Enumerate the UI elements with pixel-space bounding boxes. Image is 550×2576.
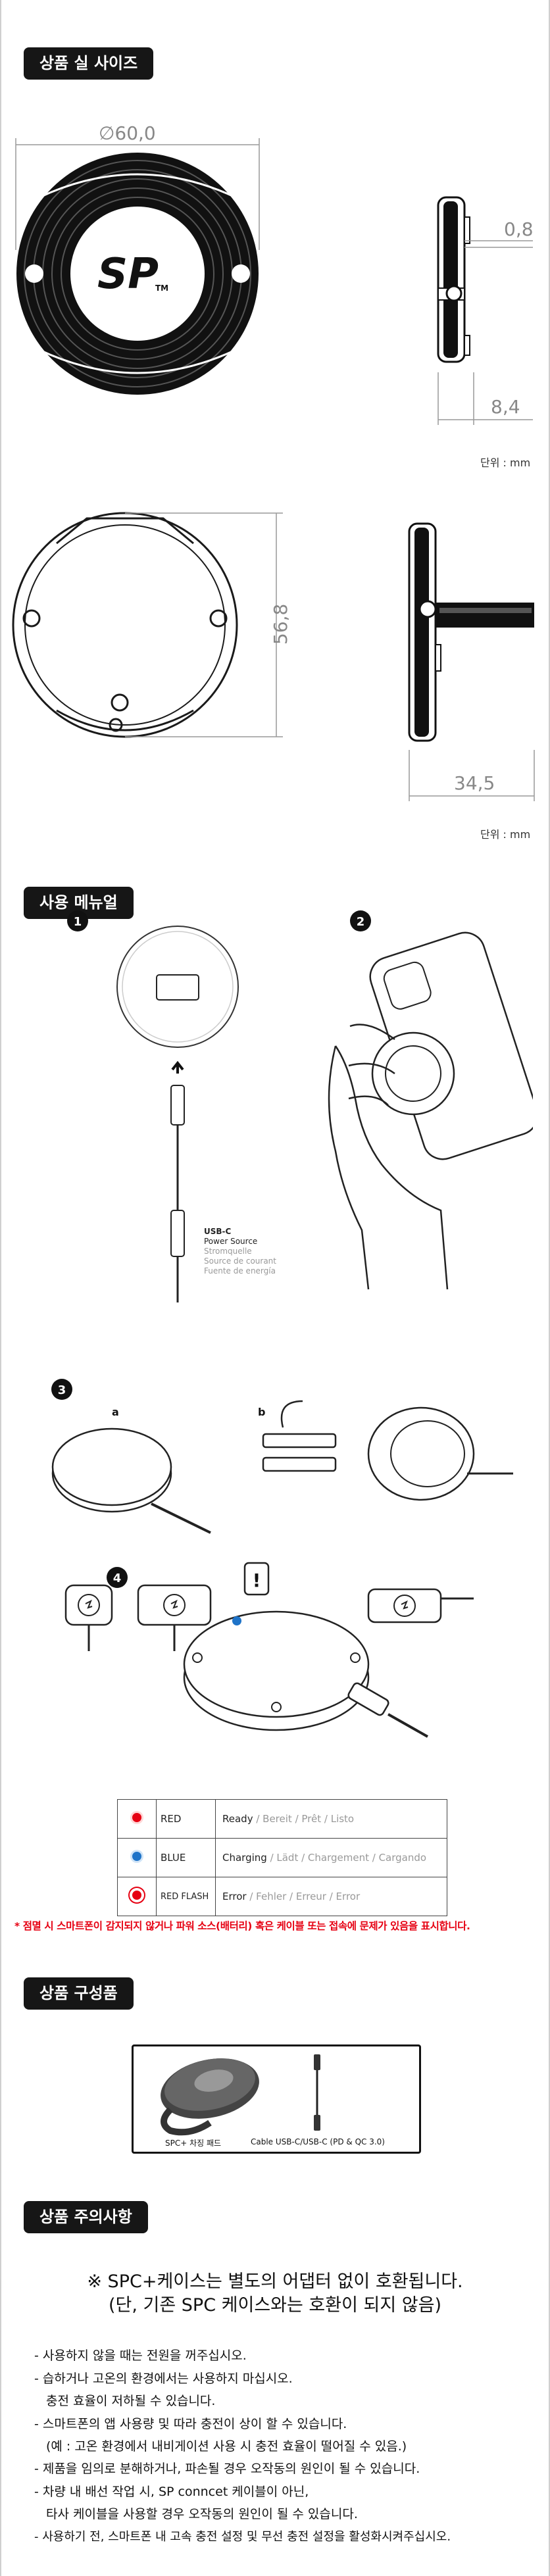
usbc-power-label: USB-C Power Source Stromquelle Source de…	[204, 1227, 276, 1276]
pad-top-view	[16, 153, 259, 395]
section-title-caution: 상품 주의사항	[24, 2201, 148, 2233]
led-label-red-flash: RED FLASH	[156, 1877, 216, 1916]
unit-label-1: 단위 : mm	[480, 457, 531, 469]
caution-item-5-cont: 타사 케이블을 사용할 경우 오작동의 원인이 될 수 있습니다.	[46, 2507, 358, 2521]
cable-component-label: Cable USB-C/USB-C (PD & QC 3.0)	[251, 2137, 385, 2146]
step-3a-label: a	[112, 1406, 119, 1418]
led-row-red: RED Ready / Bereit / Prêt / Listo	[117, 1799, 447, 1839]
size-diagram-top: ∅60,0 SP TM 0,8 8,4	[15, 122, 534, 425]
led-status-table: RED Ready / Bereit / Prêt / Listo BLUE C…	[117, 1799, 447, 1916]
section-title-size: 상품 실 사이즈	[24, 47, 154, 80]
compatibility-subline: (단, 기존 SPC 케이스와는 호환이 되지 않음)	[108, 2295, 442, 2316]
step-3-number: 3	[58, 1383, 66, 1397]
led-row-blue: BLUE Charging / Lädt / Chargement / Carg…	[117, 1838, 447, 1877]
caution-item-3: - 스마트폰의 앱 사용량 및 따라 충전이 상이 할 수 있습니다.	[34, 2417, 347, 2431]
caution-item-3-cont: (예 : 고온 환경에서 내비게이션 사용 시 충전 효율이 떨어질 수 있음.…	[46, 2439, 407, 2454]
step-3-illustration: 3 a b	[51, 1379, 513, 1651]
led-label-blue: BLUE	[156, 1838, 216, 1877]
step-2-number: 2	[357, 915, 365, 929]
step-4-number: 4	[113, 1572, 122, 1585]
led-desc-red-flash: Error	[222, 1891, 247, 1902]
usbc-sub-3: Fuente de energía	[204, 1266, 276, 1276]
pad-back-view	[12, 512, 238, 738]
sp-logo-tm: TM	[155, 284, 168, 293]
pad-open-side-view	[408, 522, 534, 742]
led-row-red-flash: RED FLASH Error / Fehler / Erreur / Erro…	[117, 1877, 447, 1916]
led-sub-red: / Bereit / Prêt / Listo	[253, 1813, 355, 1825]
caution-item-5: - 차량 내 배선 작업 시, SP conncet 케이블이 아닌,	[34, 2485, 309, 2499]
step-4-illustration: 4 !	[107, 1562, 428, 1738]
caution-item-4: - 제품을 임의로 분해하거나, 파손될 경우 오작동의 원인이 될 수 있습니…	[34, 2462, 420, 2476]
led-warning-text: * 점멸 시 스마트폰이 감지되지 않거나 파워 소스(배터리) 혹은 케이블 …	[14, 1920, 470, 1932]
usbc-sub-2: Source de courant	[204, 1256, 276, 1266]
led-sub-red-flash: / Fehler / Erreur / Error	[246, 1891, 361, 1902]
error-exclamation: !	[253, 1570, 261, 1591]
compatibility-headline: ※ SPC+케이스는 별도의 어댑터 없이 호환됩니다.	[87, 2271, 463, 2292]
led-sub-blue: / Lädt / Chargement / Cargando	[266, 1852, 427, 1864]
sp-logo: SP	[97, 250, 159, 299]
led-desc-red: Ready	[222, 1813, 253, 1825]
step-1-illustration: 1	[67, 910, 239, 1302]
led-label-red: RED	[156, 1799, 216, 1839]
unit-label-2: 단위 : mm	[480, 828, 531, 841]
size-diagram-bottom: 56,8 34,5	[12, 512, 535, 801]
diameter-label: ∅60,0	[99, 122, 156, 144]
caution-item-2: - 습하거나 고온의 환경에서는 사용하지 마십시오.	[34, 2371, 293, 2386]
section-title-components: 상품 구성품	[24, 1977, 134, 2010]
caution-item-1: - 사용하지 않을 때는 전원을 꺼주십시오.	[34, 2348, 247, 2363]
step-1-number: 1	[74, 915, 82, 929]
step-3b-label: b	[258, 1406, 265, 1418]
open-depth-label: 34,5	[454, 772, 495, 794]
charging-pad-image	[161, 2058, 259, 2136]
usb-cable-image	[314, 2054, 320, 2131]
height-label: 56,8	[270, 604, 291, 645]
usbc-sub-1: Stromquelle	[204, 1247, 252, 1256]
caution-item-6: - 사용하기 전, 스마트폰 내 고속 충전 설정 및 무선 충전 설정을 활성…	[34, 2530, 451, 2544]
pad-component-label: SPC+ 차징 패드	[165, 2139, 222, 2148]
pad-side-view	[437, 196, 470, 363]
blue-led-icon	[132, 1852, 141, 1861]
led-desc-blue: Charging	[222, 1852, 267, 1864]
red-flash-led-icon	[132, 1891, 141, 1900]
side-depth-label: 8,4	[491, 396, 520, 418]
thickness-label: 0,8	[504, 218, 534, 240]
red-led-icon	[132, 1813, 141, 1822]
caution-item-2-cont: 충전 효율이 저하될 수 있습니다.	[46, 2394, 216, 2408]
usbc-title: USB-C	[204, 1227, 232, 1236]
step-2-illustration: 2	[328, 910, 533, 1290]
usbc-line-1: Power Source	[204, 1237, 258, 1246]
components-box: SPC+ 차징 패드 Cable USB-C/USB-C (PD & QC 3.…	[132, 2044, 421, 2154]
